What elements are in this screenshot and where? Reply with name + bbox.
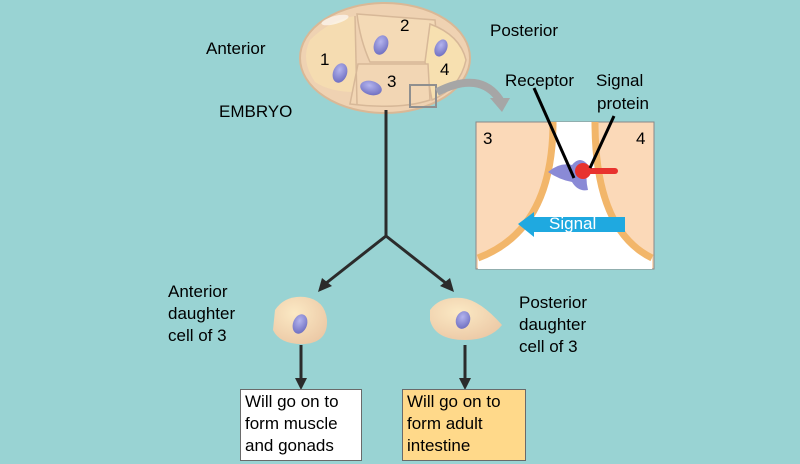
- cell-1-label: 1: [320, 50, 330, 69]
- embryo: [299, 2, 471, 114]
- inset-panel: [475, 87, 655, 270]
- signal-protein-label-2: protein: [597, 94, 649, 113]
- inset-cell-4-label: 4: [636, 129, 646, 148]
- cell-4-label: 4: [440, 60, 450, 79]
- anterior-fate-line-3: and gonads: [245, 436, 334, 455]
- posterior-fate-box: Will go on to form adult intestine: [402, 389, 526, 461]
- posterior-daughter-line-2: daughter: [519, 315, 587, 334]
- signal-protein-shape: [575, 163, 591, 179]
- posterior-fate-line-1: Will go on to: [407, 392, 501, 411]
- receptor-label: Receptor: [505, 71, 574, 90]
- cell-2-label: 2: [400, 16, 410, 35]
- signal-arrow-label: Signal: [549, 214, 597, 233]
- inset-cell-3-label: 3: [483, 129, 493, 148]
- anterior-daughter-line-2: daughter: [168, 304, 236, 323]
- anterior-label: Anterior: [206, 39, 266, 58]
- posterior-fate-line-2: form adult: [407, 414, 483, 433]
- cell-3-label: 3: [387, 72, 397, 91]
- anterior-daughter-line-1: Anterior: [168, 282, 228, 301]
- posterior-daughter-label: Posterior daughter cell of 3: [519, 292, 587, 358]
- posterior-daughter-line-3: cell of 3: [519, 337, 578, 356]
- nucleus-3: [360, 80, 382, 96]
- anterior-daughter-label: Anterior daughter cell of 3: [168, 281, 235, 347]
- nucleus-2: [373, 35, 389, 55]
- posterior-daughter-line-1: Posterior: [519, 293, 588, 312]
- signal-arrow: [518, 212, 625, 237]
- posterior-fate-line-3: intestine: [407, 436, 471, 455]
- lineage-arrows: [299, 110, 467, 382]
- embryo-label: EMBRYO: [219, 102, 293, 121]
- cell-2: [356, 13, 437, 63]
- posterior-label: Posterior: [490, 21, 559, 40]
- anterior-fate-line-2: form muscle: [245, 414, 338, 433]
- nucleus-1: [332, 63, 348, 83]
- signal-protein-label-1: Signal: [596, 71, 644, 90]
- anterior-fate-box: Will go on to form muscle and gonads: [240, 389, 362, 461]
- inset-highlight-box: [409, 84, 437, 108]
- anterior-fate-line-1: Will go on to: [245, 392, 339, 411]
- zoom-arrow: [435, 78, 504, 103]
- anterior-daughter-line-3: cell of 3: [168, 326, 227, 345]
- nucleus-4: [434, 39, 448, 57]
